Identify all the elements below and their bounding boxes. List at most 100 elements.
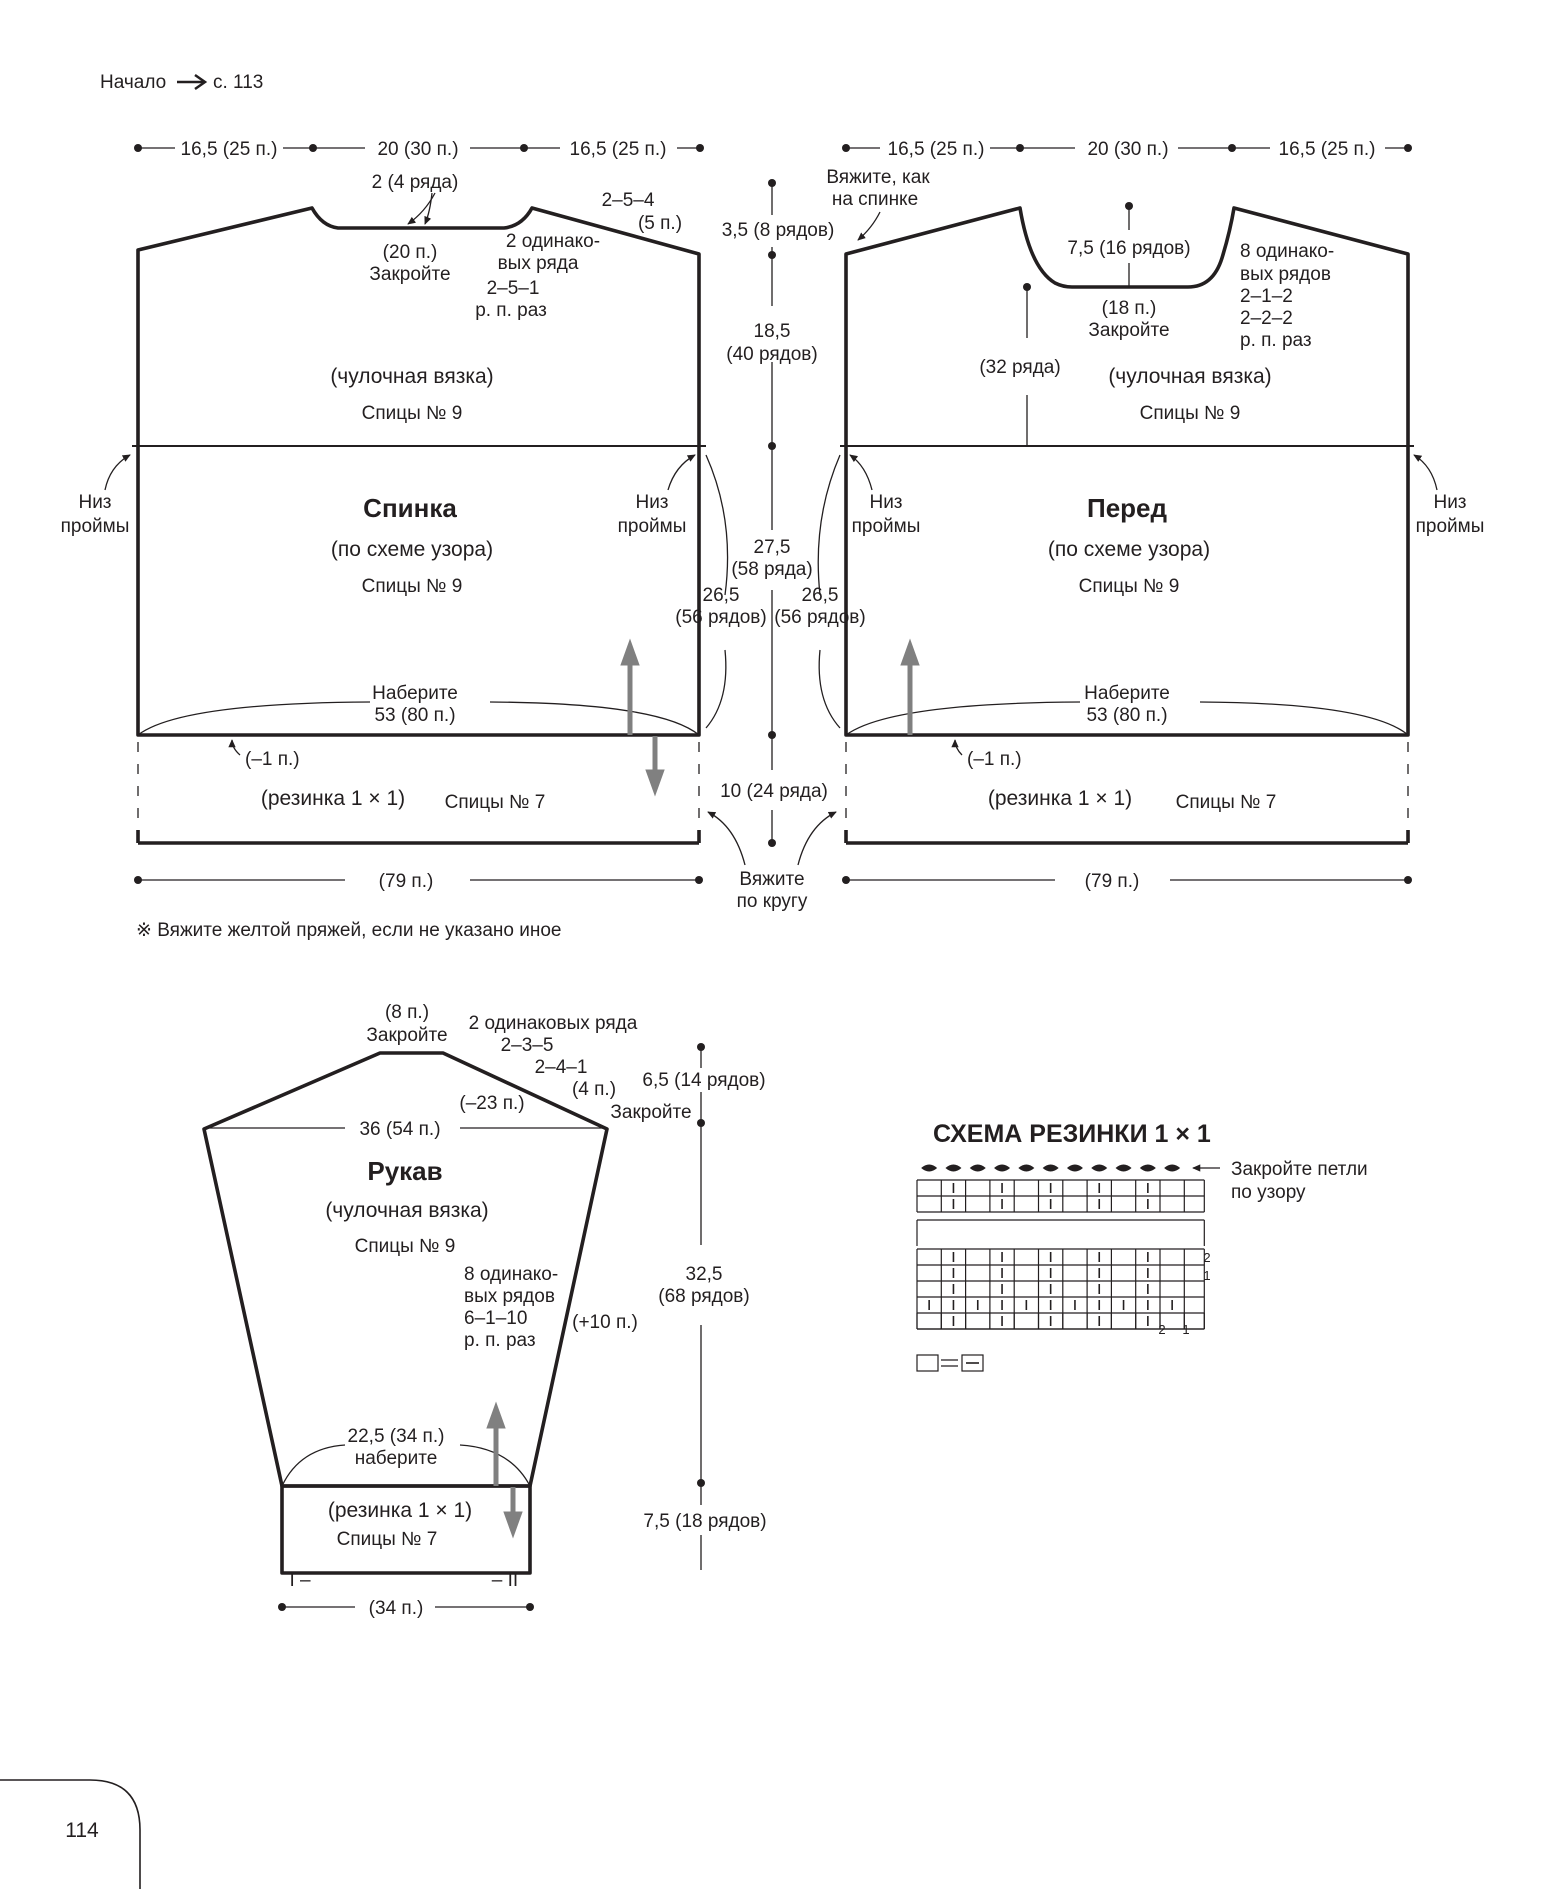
front-armhole-left: Низ проймы (817, 454, 920, 729)
back-cast-on-curve-right (489, 701, 700, 736)
sleeve-width-top: 36 (54 п.) (359, 1119, 440, 1140)
sleeve-rib-label: (резинка 1 × 1) (328, 1499, 472, 1522)
back-decrease: (–1 п.) (245, 749, 300, 770)
back-upper-needles: Спицы № 9 (362, 403, 463, 424)
front-neck-bind-count: (18 п.) (1102, 298, 1157, 319)
bind-off-mark (945, 1164, 962, 1172)
back-piece: 16,5 (25 п.) 20 (30 п.) 16,5 (25 п.) 2 (… (61, 139, 729, 892)
back-width-right: 16,5 (25 п.) (570, 139, 667, 160)
rib-chart-row-1: 1 (1203, 1268, 1210, 1283)
svg-text:(5 п.): (5 п.) (638, 213, 682, 234)
sleeve-rib-needles: Спицы № 7 (337, 1529, 438, 1550)
back-outline (136, 206, 701, 737)
rib-chart-col-2: 2 (1158, 1322, 1165, 1337)
front-rib-label: (резинка 1 × 1) (988, 787, 1132, 810)
bind-off-mark (921, 1164, 938, 1172)
front-outline (844, 206, 1410, 737)
sleeve-cap-height: 6,5 (14 рядов) (642, 1070, 765, 1091)
front-cast-on-label: Наберите (1084, 683, 1170, 704)
back-shoulder-shaping: 2–5–4 (5 п.) (602, 190, 682, 234)
middle-measurements: 3,5 (8 рядов) 18,5 (40 рядов) 27,5 (58 р… (675, 179, 866, 912)
middle-armhole-cm: 18,5 (754, 321, 791, 342)
back-cast-on-label: Наберите (372, 683, 458, 704)
front-decrease: (–1 п.) (967, 749, 1022, 770)
svg-text:8 одинако-: 8 одинако- (464, 1264, 558, 1285)
back-upper-stitch: (чулочная вязка) (330, 365, 493, 388)
middle-side-left-cm: 26,5 (703, 585, 740, 606)
header-page-ref: с. 113 (213, 72, 263, 93)
front-neck-bind-label: Закройте (1088, 320, 1169, 341)
front-neck-depth: 7,5 (16 рядов) (1067, 238, 1190, 259)
header-start-label: Начало (100, 72, 166, 93)
middle-rib-height: 10 (24 ряда) (720, 781, 828, 802)
back-title: Спинка (363, 493, 457, 523)
svg-text:вых ряда: вых ряда (498, 253, 579, 274)
back-top-dimension: 16,5 (25 п.) 20 (30 п.) 16,5 (25 п.) (134, 139, 704, 160)
middle-armhole-rows: (40 рядов) (726, 344, 817, 365)
sleeve-cap-bind-label: Закройте (366, 1025, 447, 1046)
sleeve-needles: Спицы № 9 (355, 1236, 456, 1257)
rib-chart-bind-note: Закройте петли (1231, 1159, 1368, 1180)
back-armhole-left: Низ проймы (61, 454, 131, 537)
sleeve-length-rows: (68 рядов) (658, 1286, 749, 1307)
svg-text:р. п. раз: р. п. раз (475, 300, 547, 321)
front-rib-needles: Спицы № 7 (1176, 792, 1277, 813)
back-cast-on-count: 53 (80 п.) (374, 705, 455, 726)
front-neck-shaping: 8 одинако- вых рядов 2–1–2 2–2–2 р. п. р… (1240, 241, 1334, 351)
svg-text:2–4–1: 2–4–1 (535, 1057, 588, 1078)
page-header: Начало с. 113 (100, 72, 263, 93)
empty-square-icon (916, 1354, 939, 1372)
rib-chart-bind-row (921, 1164, 1181, 1172)
header-arrow-icon (177, 73, 208, 91)
sleeve-increase: (+10 п.) (572, 1312, 638, 1333)
front-piece: 16,5 (25 п.) 20 (30 п.) 16,5 (25 п.) Вяж… (817, 139, 1484, 892)
bind-off-mark (1115, 1164, 1132, 1172)
sleeve-rib-band (280, 1484, 532, 1575)
front-width-right: 16,5 (25 п.) (1279, 139, 1376, 160)
back-width-left: 16,5 (25 п.) (181, 139, 278, 160)
svg-text:Низ: Низ (78, 492, 111, 513)
svg-text:вых рядов: вых рядов (1240, 264, 1331, 285)
bind-off-mark (1066, 1164, 1083, 1172)
front-same-as-back-2: на спинке (832, 189, 918, 210)
svg-text:проймы: проймы (61, 516, 130, 537)
rib-chart-col-1: 1 (1182, 1322, 1189, 1337)
sleeve-rib-height: 7,5 (18 рядов) (643, 1511, 766, 1532)
svg-text:2–2–2: 2–2–2 (1240, 308, 1293, 329)
front-armhole-right: Низ проймы (1413, 454, 1484, 537)
middle-side-right-cm: 26,5 (802, 585, 839, 606)
back-armhole-right: Низ проймы (618, 454, 696, 537)
page-tab: 114 (0, 1779, 141, 1889)
middle-body-rows: (58 ряда) (731, 559, 812, 580)
svg-text:2 одинако-: 2 одинако- (506, 231, 600, 252)
back-width-center: 20 (30 п.) (377, 139, 458, 160)
front-direction-arrow (900, 638, 920, 735)
bind-off-mark (1091, 1164, 1108, 1172)
rib-chart-row-2: 2 (1203, 1250, 1210, 1265)
yarn-note: ※ Вяжите желтой пряжей, если не указано … (136, 920, 562, 941)
sleeve-bottom-dimension: (34 п.) (278, 1598, 534, 1619)
back-direction-arrows (620, 638, 665, 797)
front-width-left: 16,5 (25 п.) (888, 139, 985, 160)
sleeve-direction-arrows (486, 1401, 523, 1539)
back-bottom-width: (79 п.) (379, 871, 434, 892)
middle-round-label-2: по кругу (737, 891, 808, 912)
svg-text:Низ: Низ (869, 492, 902, 513)
back-needles-label: Спицы № 9 (362, 576, 463, 597)
bind-off-mark (1164, 1164, 1181, 1172)
back-pattern-label: (по схеме узора) (331, 538, 493, 561)
front-upper-stitch: (чулочная вязка) (1108, 365, 1271, 388)
sleeve-length-cm: 32,5 (686, 1264, 723, 1285)
svg-text:2–5–4: 2–5–4 (602, 190, 655, 211)
svg-text:проймы: проймы (618, 516, 687, 537)
front-upper-needles: Спицы № 9 (1140, 403, 1241, 424)
sleeve-side-shaping: 8 одинако- вых рядов 6–1–10 р. п. раз (464, 1264, 558, 1351)
bind-off-mark (1018, 1164, 1035, 1172)
svg-text:2–5–1: 2–5–1 (487, 278, 540, 299)
svg-text:р. п. раз: р. п. раз (1240, 330, 1312, 351)
sleeve-cap-bind-count: (8 п.) (385, 1002, 429, 1023)
sleeve-cuff-mark-right: – II (492, 1570, 518, 1591)
middle-side-right-rows: (56 рядов) (774, 607, 865, 628)
back-neck-shaping: 2 одинако- вых ряда 2–5–1 р. п. раз (475, 231, 600, 321)
bind-off-mark (994, 1164, 1011, 1172)
